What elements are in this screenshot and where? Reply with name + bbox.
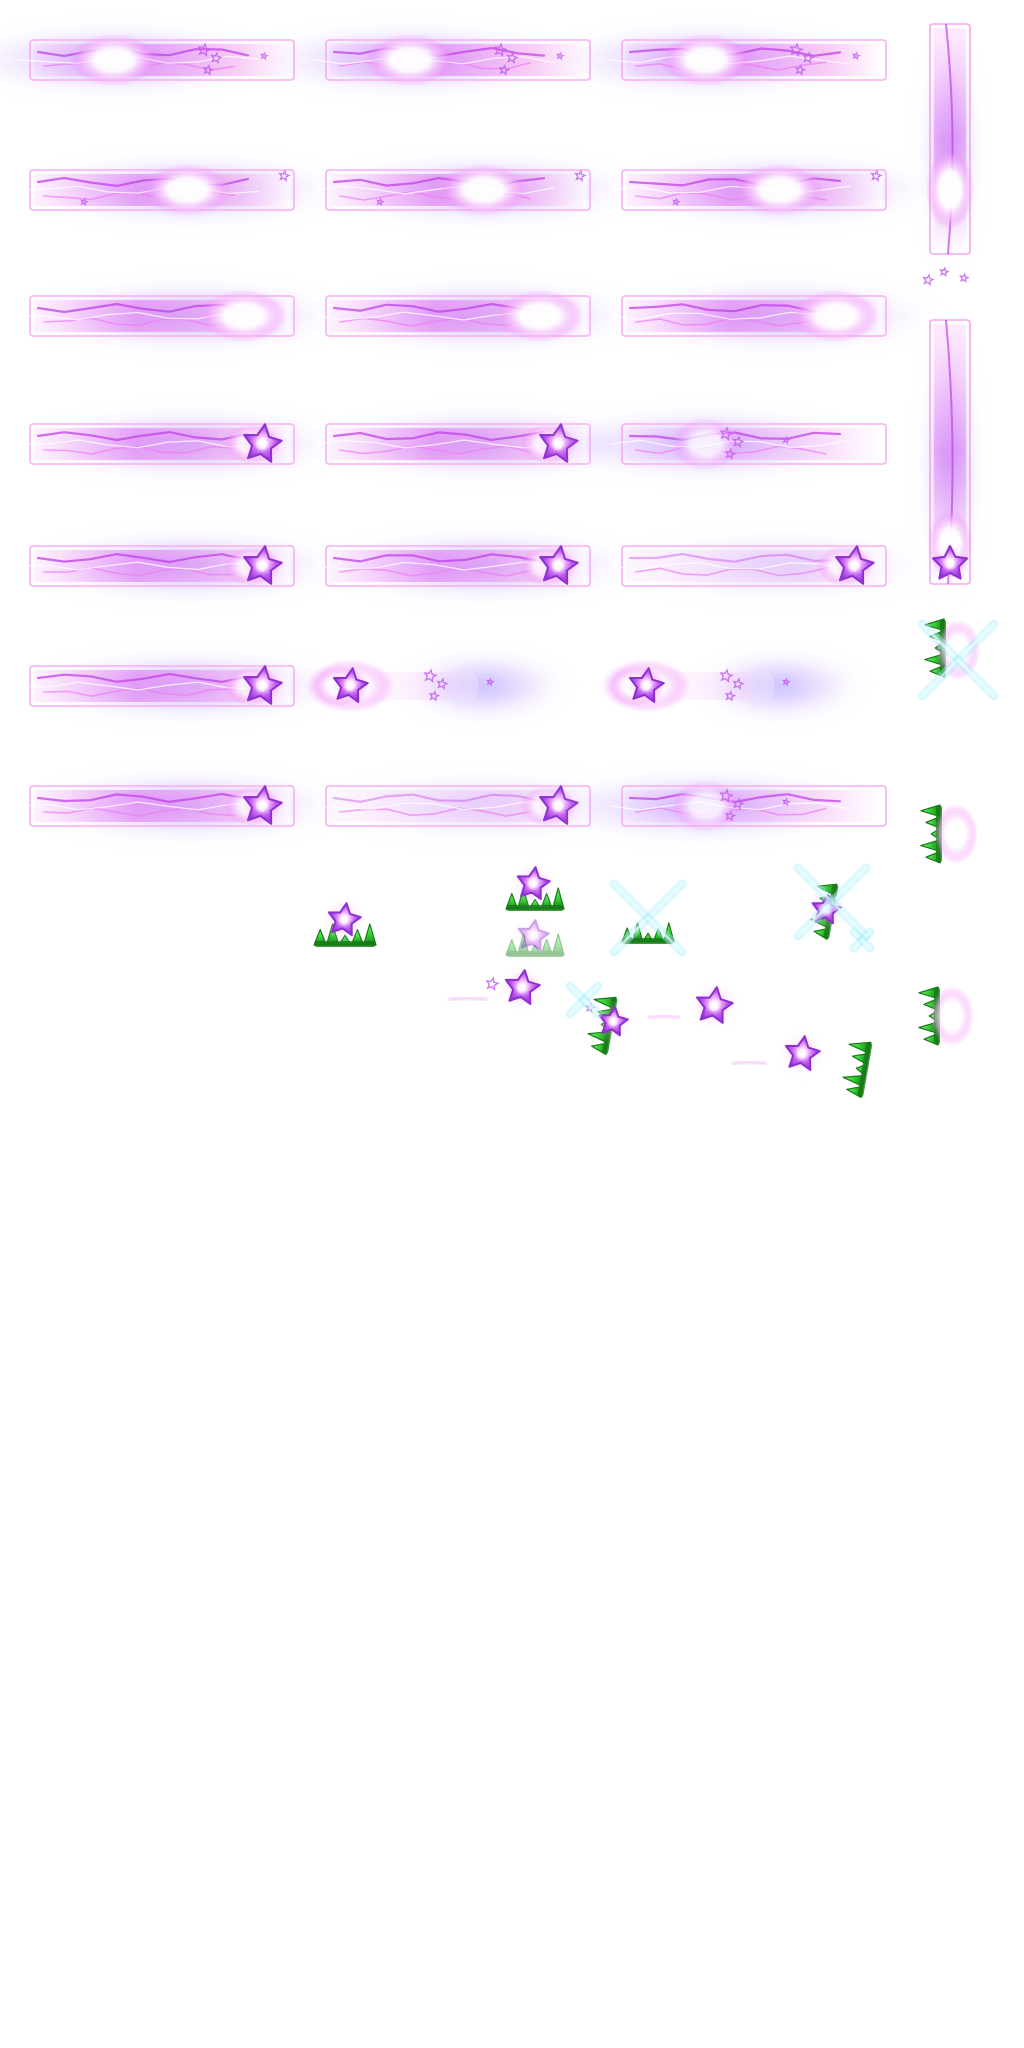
- beam-frame: [609, 152, 950, 228]
- beam-frame: [17, 406, 358, 482]
- beam-frame: [313, 528, 654, 604]
- star-icon: [687, 979, 741, 1033]
- beam-star-icon: [234, 538, 290, 594]
- beam-frame: [17, 768, 358, 844]
- beam-frame: [17, 152, 358, 228]
- vertical-beam-frames: [920, 23, 980, 611]
- horizontal-beam-frames: [0, 22, 950, 844]
- star-icon: [509, 860, 557, 908]
- beam-star-icon: [826, 538, 882, 594]
- crystal-spark-sprites: [565, 619, 999, 1019]
- beam-frame: [17, 278, 358, 354]
- beam-frame: [17, 528, 358, 604]
- star-icon: [320, 896, 368, 944]
- beam-frame: [536, 768, 887, 844]
- crystal-spark: [609, 879, 687, 957]
- beam-star-icon: [620, 660, 672, 712]
- beam-frame: [313, 278, 654, 354]
- crystal-spark: [793, 863, 871, 941]
- star-icon: [496, 962, 548, 1014]
- beam-frame: [602, 648, 870, 724]
- green-shard-cluster: [842, 1041, 873, 1099]
- vertical-beam-frame: [920, 23, 980, 287]
- beam-star-icon: [324, 660, 376, 712]
- beam-star-icon: [234, 416, 290, 472]
- star-icon: [592, 1001, 634, 1043]
- vertical-beam-star-icon: [924, 538, 976, 590]
- beam-frame: [313, 152, 654, 228]
- crystal-spark: [849, 927, 875, 953]
- beam-frame: [609, 278, 950, 354]
- crystal-spark: [917, 619, 999, 701]
- star-icon: [510, 913, 556, 959]
- beam-star-icon: [234, 778, 290, 834]
- beam-star-icon: [234, 658, 290, 714]
- star-sprites: [320, 860, 847, 1080]
- vertical-beam-frame: [920, 319, 980, 611]
- beam-frame: [536, 406, 887, 482]
- beam-frame: [536, 22, 887, 98]
- beam-frame: [609, 528, 950, 604]
- beam-star-icon: [530, 538, 586, 594]
- beam-frame: [306, 648, 574, 724]
- star-icon: [776, 1028, 828, 1080]
- crystal-spark: [565, 981, 603, 1019]
- beam-frame: [17, 648, 358, 724]
